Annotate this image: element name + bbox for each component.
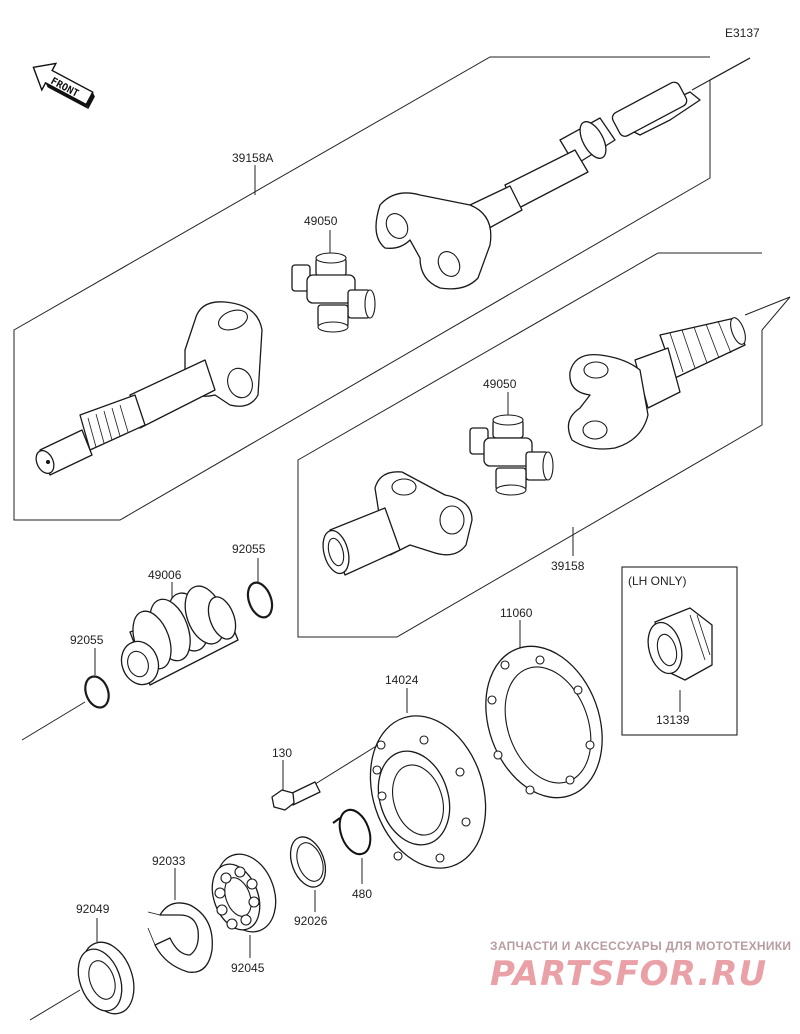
label-49050-upper: 49050	[304, 214, 338, 228]
drive-shaft-rear-part	[375, 81, 701, 290]
label-49006: 49006	[148, 568, 182, 582]
diagram-code: E3137	[725, 26, 760, 40]
label-39158A: 39158A	[232, 151, 273, 165]
universal-joint-lower	[469, 414, 554, 496]
label-92026: 92026	[294, 914, 328, 928]
watermark-logo: PARTSFOR.RU	[490, 954, 767, 994]
oil-seal	[77, 941, 135, 1015]
lh-only-label: (LH ONLY)	[628, 574, 686, 588]
label-480: 480	[352, 887, 372, 901]
label-39158: 39158	[551, 559, 585, 573]
lh-only-box	[621, 566, 738, 736]
ball-bearing	[211, 853, 277, 933]
label-92045: 92045	[231, 961, 265, 975]
spline-collar	[647, 607, 713, 681]
watermark-caption: ЗАПЧАСТИ И АКСЕССУАРЫ ДЛЯ МОТОТЕХНИКИ	[490, 939, 791, 953]
snap-ring-left	[84, 675, 110, 709]
bearing-housing	[369, 715, 487, 869]
label-130: 130	[272, 746, 292, 760]
drive-shaft-outer-part	[567, 317, 746, 450]
gasket	[485, 645, 603, 799]
circlip	[332, 808, 372, 856]
snap-ring-right	[246, 581, 274, 619]
label-92055-right: 92055	[232, 542, 266, 556]
label-92049: 92049	[76, 902, 110, 916]
label-11060: 11060	[500, 606, 533, 620]
label-92033: 92033	[152, 854, 186, 868]
retaining-ring	[147, 902, 213, 973]
label-49050-lower: 49050	[483, 377, 517, 391]
universal-joint-upper	[291, 252, 376, 333]
washer	[289, 836, 327, 888]
drive-shaft-front-part	[35, 301, 263, 476]
label-92055-left: 92055	[70, 633, 104, 647]
flange-bolt	[271, 781, 321, 811]
front-arrow-icon: FRONT	[32, 62, 95, 109]
cv-boot	[120, 585, 239, 686]
assembly-frame-39158A	[13, 56, 751, 521]
assembly-frame-39158	[297, 252, 791, 638]
label-13139: 13139	[656, 713, 690, 727]
label-14024: 14024	[385, 673, 419, 687]
drive-shaft-inner-part	[322, 471, 473, 576]
